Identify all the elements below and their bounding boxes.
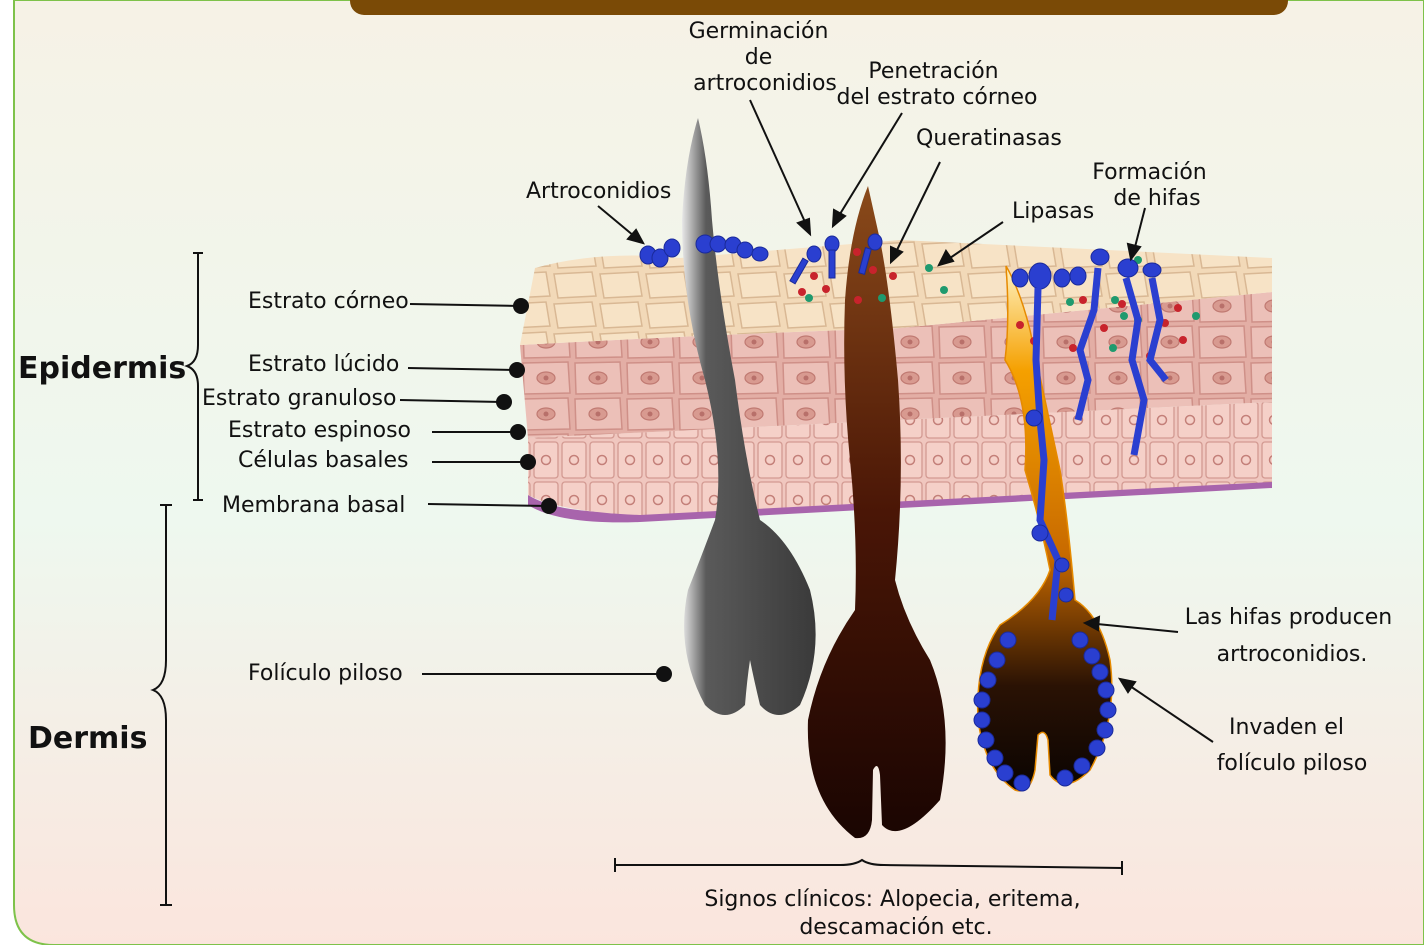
queratinasas-label: Queratinasas: [916, 126, 1062, 151]
invaden-line-1: Invaden el: [1229, 715, 1344, 740]
hifas-producen-line-2: artroconidios.: [1217, 642, 1368, 667]
celulas-basales-label: Células basales: [238, 448, 409, 473]
epidermis-label: Epidermis: [18, 351, 186, 386]
penetracion-line-2: del estrato córneo: [837, 85, 1038, 110]
dermis-label: Dermis: [28, 721, 147, 756]
lipasas-label: Lipasas: [1012, 199, 1094, 224]
germinacion-line-2: de: [745, 45, 773, 70]
germinacion-line-3: artroconidios: [693, 71, 837, 96]
estrato-espinoso-label: Estrato espinoso: [228, 418, 411, 443]
invaden-line-2: folículo piloso: [1217, 751, 1368, 776]
formacion-line-1: Formación: [1092, 160, 1207, 185]
formacion-line-2: de hifas: [1113, 186, 1200, 211]
artroconidios-label: Artroconidios: [526, 179, 671, 204]
signos-line-2: descamación etc.: [799, 915, 992, 940]
estrato-corneo-label: Estrato córneo: [248, 289, 409, 314]
foliculo-piloso-label: Folículo piloso: [248, 661, 403, 686]
signos-line-1: Signos clínicos: Alopecia, eritema,: [704, 887, 1080, 912]
header-band: [350, 0, 1288, 15]
penetracion-line-1: Penetración: [868, 59, 998, 84]
estrato-lucido-label: Estrato lúcido: [248, 352, 399, 377]
germinacion-line-1: Germinación: [689, 19, 829, 44]
estrato-granuloso-label: Estrato granuloso: [202, 386, 396, 411]
hifas-producen-line-1: Las hifas producen: [1185, 605, 1392, 630]
membrana-basal-label: Membrana basal: [222, 493, 405, 518]
